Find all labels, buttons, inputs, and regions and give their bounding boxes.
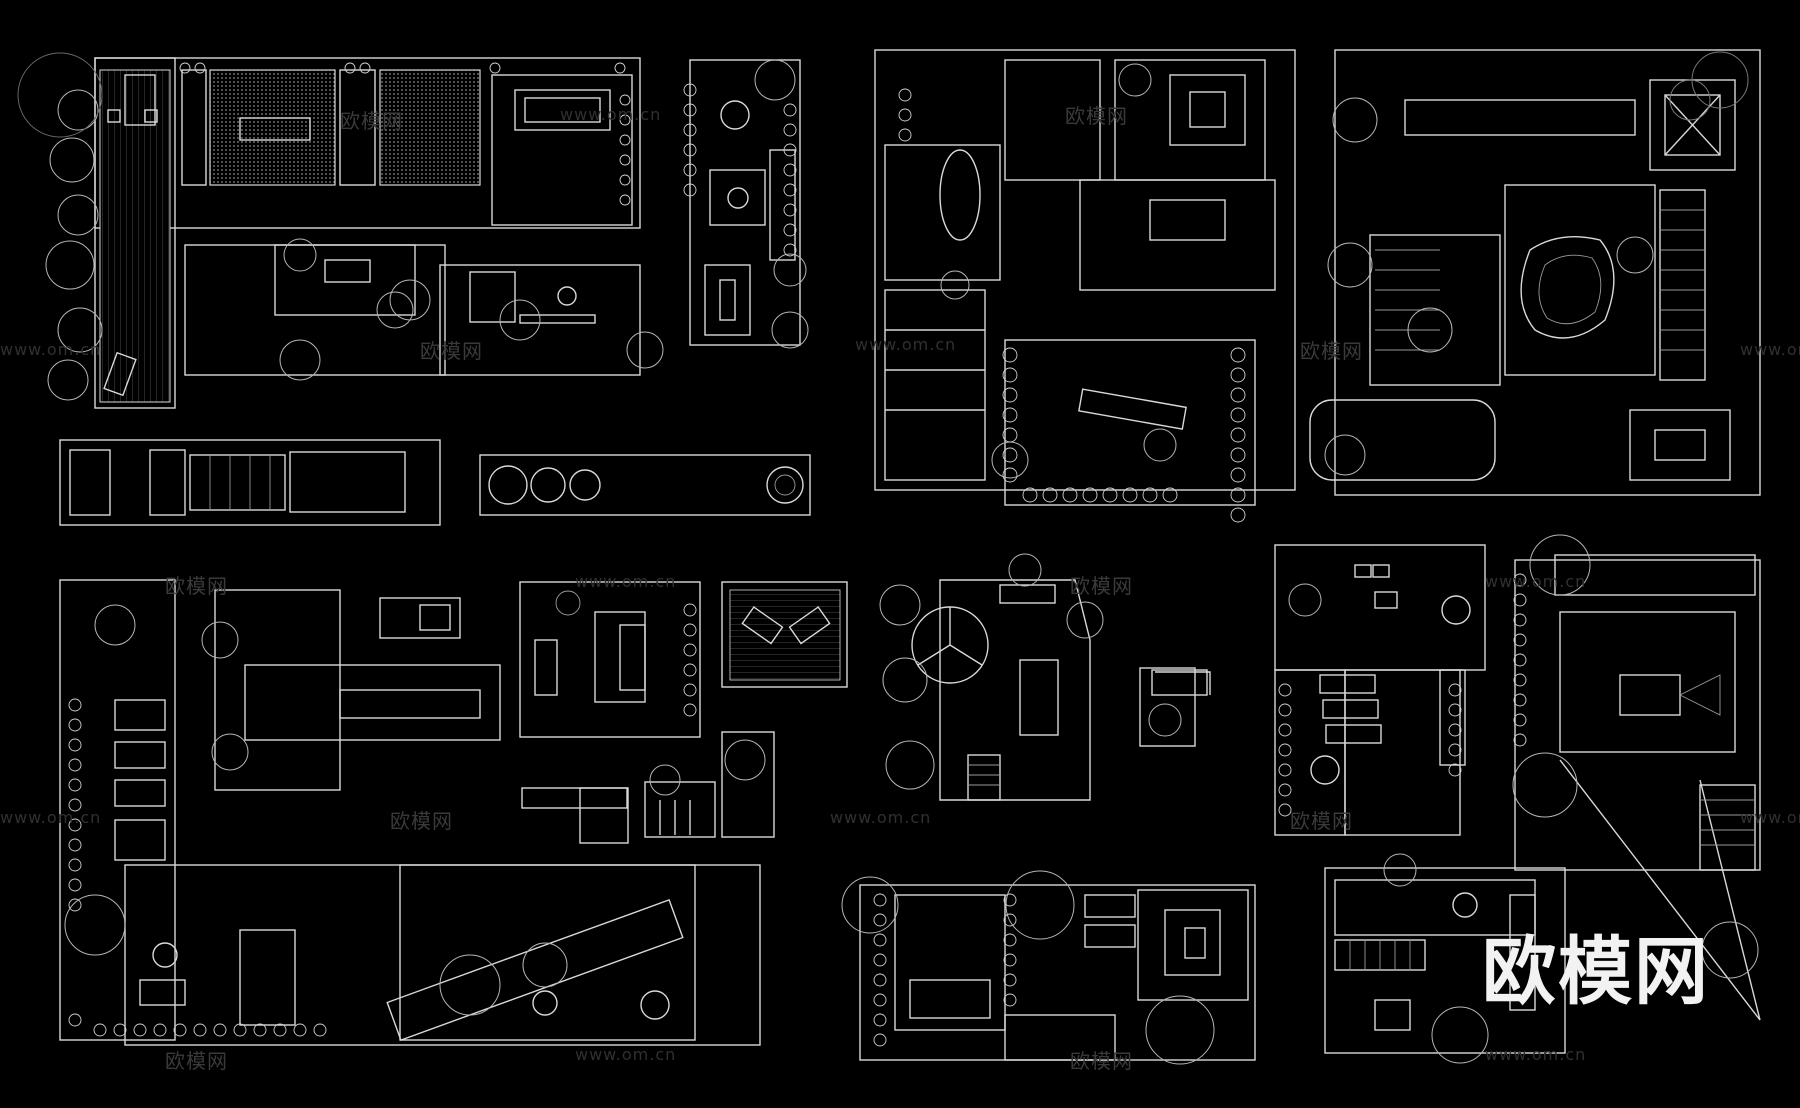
top-far-right-pond-plan	[1309, 49, 1761, 496]
watermark-cn: 欧模网	[420, 339, 483, 363]
watermark-url: www.om.cn	[1740, 340, 1800, 359]
watermark-url: www.om.cn	[575, 572, 677, 591]
watermark-cn: 欧模网	[340, 109, 403, 133]
mid-left-long-strips	[59, 439, 811, 526]
bottom-right-plans	[859, 544, 1761, 1061]
watermark-cn: 欧模网	[1065, 104, 1128, 128]
watermark-url: www.om.cn	[1485, 572, 1587, 591]
watermark-cn: 欧模网	[165, 1049, 228, 1073]
watermark-cn: 欧模网	[390, 809, 453, 833]
watermark-url: www.om.cn	[1485, 1045, 1587, 1064]
watermark-cn: 欧模网	[1070, 1049, 1133, 1073]
bottom-left-large-plan	[59, 579, 761, 1046]
watermark-cn: 欧模网	[1300, 339, 1363, 363]
watermark-url: www.om.cn	[575, 1045, 677, 1064]
watermark-url: www.om.cn	[1740, 808, 1800, 827]
brand-logo: 欧模网	[1482, 929, 1710, 1015]
top-right-garage-plan	[874, 49, 1296, 506]
watermark-cn: 欧模网	[165, 574, 228, 598]
watermark-url: www.om.cn	[0, 808, 102, 827]
bottom-center-deck-plan	[911, 579, 1211, 801]
watermark-url: www.om.cn	[855, 335, 957, 354]
bottom-center-small-plans	[519, 581, 848, 844]
top-center-narrow-plan	[689, 59, 801, 346]
watermark-url: www.om.cn	[830, 808, 932, 827]
watermark-cn: 欧模网	[1290, 809, 1353, 833]
hedge-circles	[68, 62, 1527, 1047]
watermark-url: www.om.cn	[560, 105, 662, 124]
top-left-l-shaped-plan	[94, 57, 641, 409]
watermark-url: www.om.cn	[0, 340, 102, 359]
watermark-cn: 欧模网	[1070, 574, 1133, 598]
landscaping	[17, 51, 1759, 1065]
